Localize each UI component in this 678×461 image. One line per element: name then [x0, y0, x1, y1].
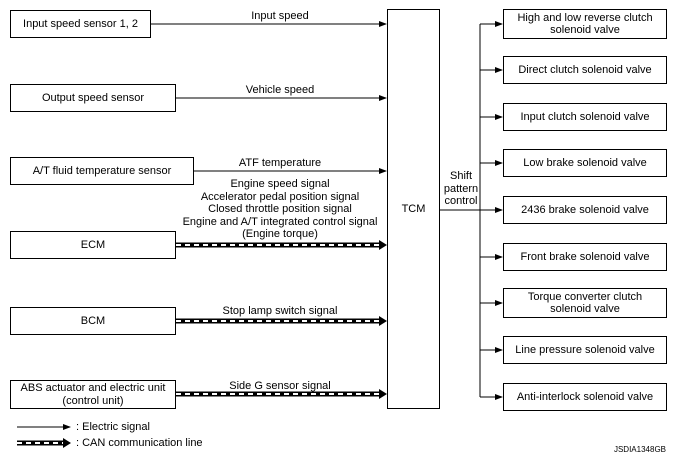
legend-can-label: : CAN communication line — [76, 437, 203, 449]
output-speed-sensor-box: Output speed sensor — [10, 84, 176, 112]
ecm-box: ECM — [10, 231, 176, 259]
line-pressure-valve-box: Line pressure solenoid valve — [503, 336, 667, 364]
anti-interlock-valve-box: Anti-interlock solenoid valve — [503, 383, 667, 411]
atf-temperature-sensor-box: A/T fluid temperature sensor — [10, 157, 194, 185]
abs-unit-label: ABS actuator and electric unit (control … — [20, 382, 166, 407]
front-brake-valve-box: Front brake solenoid valve — [503, 243, 667, 271]
input-clutch-valve-box: Input clutch solenoid valve — [503, 103, 667, 131]
bcm-label: BCM — [80, 314, 106, 327]
legend-electric-label: : Electric signal — [76, 421, 150, 433]
direct-clutch-valve-box: Direct clutch solenoid valve — [503, 56, 667, 84]
low-brake-valve-box: Low brake solenoid valve — [503, 149, 667, 177]
2436-brake-valve-label: 2436 brake solenoid valve — [521, 203, 649, 216]
legend-can-sample — [17, 438, 71, 448]
shift-pattern-control-label: Shift pattern control — [443, 170, 479, 207]
high-low-reverse-clutch-valve-label: High and low reverse clutch solenoid val… — [517, 11, 653, 37]
signal-side-g: Side G sensor signal — [229, 380, 331, 392]
torque-converter-clutch-valve-box: Torque converter clutch solenoid valve — [503, 288, 667, 318]
torque-converter-clutch-valve-label: Torque converter clutch solenoid valve — [527, 290, 643, 316]
direct-clutch-valve-label: Direct clutch solenoid valve — [518, 63, 652, 76]
signal-stop-lamp: Stop lamp switch signal — [222, 305, 338, 317]
can-line-abs — [176, 389, 387, 399]
can-line-bcm — [176, 316, 387, 326]
tcm-label: TCM — [401, 202, 426, 215]
atf-temperature-sensor-label: A/T fluid temperature sensor — [32, 164, 172, 177]
signal-vehicle-speed: Vehicle speed — [245, 84, 315, 96]
signal-atf-temperature: ATF temperature — [238, 157, 322, 169]
anti-interlock-valve-label: Anti-interlock solenoid valve — [516, 390, 654, 403]
line-pressure-valve-label: Line pressure solenoid valve — [515, 343, 655, 356]
input-clutch-valve-label: Input clutch solenoid valve — [520, 110, 650, 123]
output-speed-sensor-label: Output speed sensor — [41, 91, 145, 104]
low-brake-valve-label: Low brake solenoid valve — [523, 156, 647, 169]
front-brake-valve-label: Front brake solenoid valve — [520, 250, 650, 263]
signal-input-speed: Input speed — [251, 10, 309, 22]
bcm-box: BCM — [10, 307, 176, 335]
input-speed-sensor-label: Input speed sensor 1, 2 — [23, 17, 138, 30]
figure-code: JSDIA1348GB — [613, 445, 666, 454]
abs-unit-box: ABS actuator and electric unit (control … — [10, 380, 176, 409]
can-line-ecm — [176, 240, 387, 250]
high-low-reverse-clutch-valve-box: High and low reverse clutch solenoid val… — [503, 9, 667, 39]
signal-ecm: Engine speed signal Accelerator pedal po… — [182, 178, 378, 240]
input-speed-sensor-box: Input speed sensor 1, 2 — [10, 10, 151, 38]
ecm-label: ECM — [80, 238, 106, 251]
tcm-box: TCM — [387, 9, 440, 409]
2436-brake-valve-box: 2436 brake solenoid valve — [503, 196, 667, 224]
